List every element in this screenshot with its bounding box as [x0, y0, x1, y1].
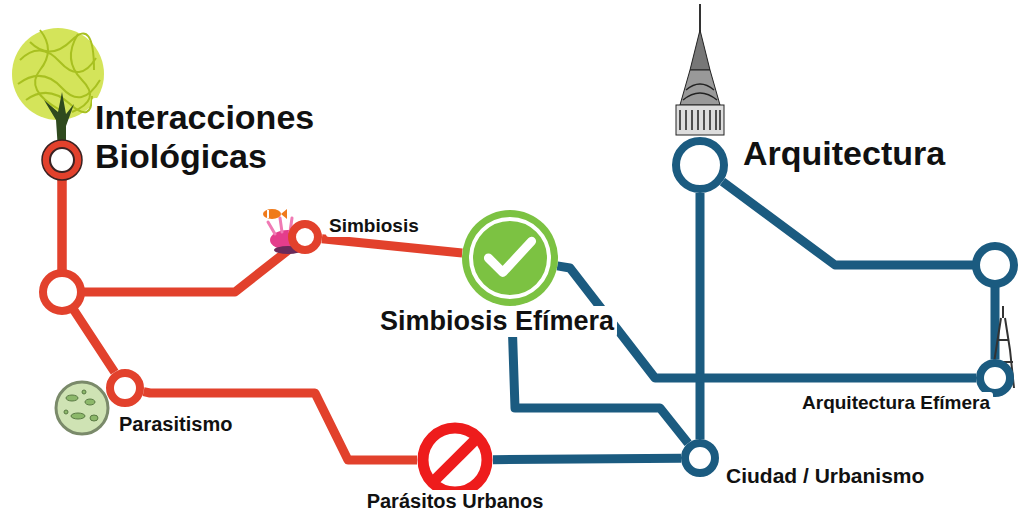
- junction-station: [976, 246, 1014, 284]
- station-circle: [417, 422, 493, 498]
- junction-station: [43, 273, 81, 311]
- station-circle: [42, 140, 82, 180]
- station-label: Simbiosis: [326, 215, 422, 237]
- station-label: Arquitectura: [740, 134, 948, 173]
- metro-line: [696, 193, 705, 439]
- topic-station: Interacciones Biológicas: [42, 140, 82, 180]
- station-circle: [288, 220, 322, 254]
- station: Arquitectura Efímera: [976, 359, 1014, 397]
- station-label: Arquitectura Efímera: [799, 392, 993, 414]
- skyscraper-icon: [676, 4, 724, 135]
- check-station: Simbiosis Efímera: [462, 210, 558, 306]
- metro-line: [493, 458, 681, 460]
- bacteria-icon: [56, 382, 108, 434]
- metro-line: [322, 239, 462, 253]
- station-label: Parásitos Urbanos: [364, 490, 547, 513]
- station-circle: [672, 137, 728, 193]
- tree-icon: [12, 28, 104, 150]
- metro-line: [557, 266, 976, 378]
- topic-station: Arquitectura: [672, 137, 728, 193]
- station-label: Interacciones Biológicas: [92, 98, 388, 176]
- metro-line: [62, 180, 292, 292]
- station-circle: [106, 369, 144, 407]
- station: Parasitismo: [106, 369, 144, 407]
- metro-line: [723, 182, 996, 359]
- station-label: Parasitismo: [116, 413, 235, 436]
- station-label: Simbiosis Efímera: [377, 306, 617, 337]
- station-label: Ciudad / Urbanismo: [723, 464, 927, 488]
- station: Simbiosis: [288, 220, 322, 254]
- forbidden-station: Parásitos Urbanos: [417, 422, 493, 498]
- station-circle: [462, 210, 558, 306]
- station-circle: [681, 439, 719, 477]
- station: Ciudad / Urbanismo: [681, 439, 719, 477]
